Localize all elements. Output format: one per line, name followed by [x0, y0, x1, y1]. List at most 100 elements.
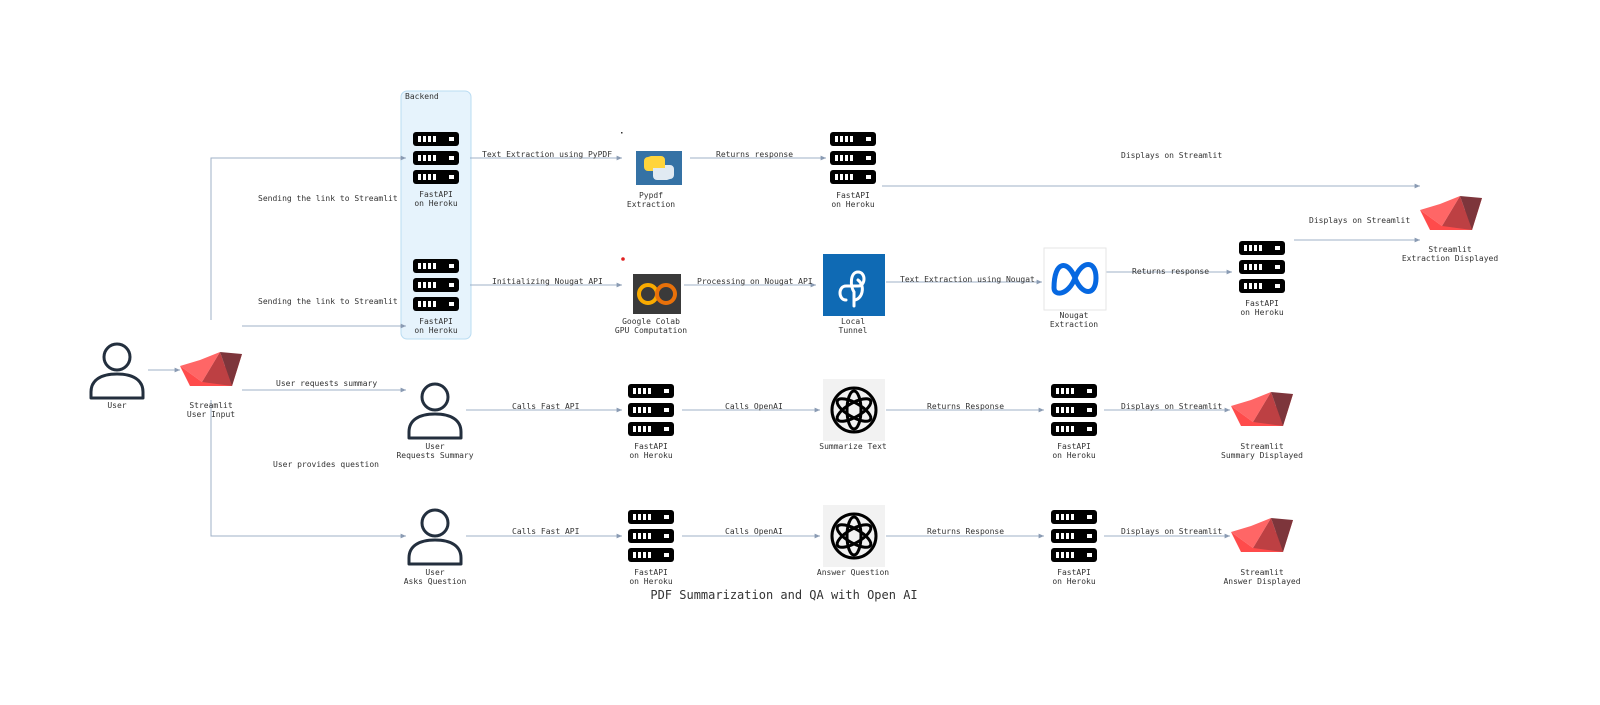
fastapi-8-label-2: on Heroku	[1052, 577, 1096, 586]
streamlit-input-label-2: User Input	[187, 410, 235, 419]
marker-dot	[621, 132, 623, 134]
tunnel-label-1: Local	[841, 317, 865, 326]
streamlit-extraction-node: Streamlit Extraction Displayed	[1402, 196, 1499, 263]
user-icon	[407, 382, 463, 440]
fastapi-node-5: FastAPI on Heroku	[628, 384, 674, 460]
edge-label-processing-nougat: Processing on Nougat API	[697, 277, 813, 286]
colab-label-2: GPU Computation	[615, 326, 687, 335]
fastapi-8-label-1: FastAPI	[1057, 568, 1091, 577]
edge-label-init-nougat: Initializing Nougat API	[492, 277, 603, 286]
colab-label-1: Google Colab	[622, 317, 680, 326]
nougat-label-2: Extraction	[1050, 320, 1098, 329]
user-label: User	[107, 401, 126, 410]
edge-label-returns-response-2: Returns response	[1132, 267, 1209, 276]
user-node: User	[89, 342, 145, 410]
streamlit-input-node: Streamlit User Input	[180, 352, 242, 419]
edge-label-returns-response-4: Returns Response	[927, 527, 1004, 536]
user-question-node: User Asks Question	[404, 508, 467, 586]
edge-labels: Sending the link to Streamlit Sending th…	[258, 150, 1410, 536]
answer-label: Answer Question	[817, 568, 889, 577]
summarize-node: Summarize Text	[819, 377, 887, 451]
fastapi-4-label-1: FastAPI	[1245, 299, 1279, 308]
edge-label-send-link-1: Sending the link to Streamlit	[258, 194, 398, 203]
edge-label-displays-3: Displays on Streamlit	[1121, 402, 1222, 411]
streamlit-extraction-label-2: Extraction Displayed	[1402, 254, 1499, 263]
nougat-node: Nougat Extraction	[1043, 247, 1107, 329]
server-icon	[1051, 384, 1097, 436]
user-icon	[89, 342, 145, 400]
streamlit-answer-label-1: Streamlit	[1240, 568, 1284, 577]
fastapi-node-2: FastAPI on Heroku	[413, 259, 459, 335]
fastapi-7-label-2: on Heroku	[629, 577, 673, 586]
edge-label-pypdf-extract: Text Extraction using PyPDF	[482, 150, 612, 159]
streamlit-boat-icon	[1420, 196, 1482, 230]
server-icon	[830, 132, 876, 184]
colab-icon	[633, 274, 681, 314]
streamlit-summary-label-2: Summary Displayed	[1221, 451, 1303, 460]
fastapi-node-6: FastAPI on Heroku	[1051, 384, 1097, 460]
openai-icon	[821, 377, 887, 443]
edge-user-provides-question	[210, 400, 406, 539]
streamlit-boat-icon	[1231, 518, 1293, 552]
fastapi-1-label-1: FastAPI	[419, 190, 453, 199]
summarize-label: Summarize Text	[819, 442, 887, 451]
python-icon	[636, 151, 682, 185]
server-icon	[413, 132, 459, 184]
fastapi-6-label-1: FastAPI	[1057, 442, 1091, 451]
streamlit-answer-node: Streamlit Answer Displayed	[1223, 518, 1301, 586]
server-icon	[1051, 510, 1097, 562]
fastapi-1-label-2: on Heroku	[414, 199, 458, 208]
fastapi-4-label-2: on Heroku	[1240, 308, 1284, 317]
edge-label-calls-fastapi-2: Calls Fast API	[512, 527, 580, 536]
openai-icon	[821, 503, 887, 569]
server-icon	[628, 510, 674, 562]
server-icon	[413, 259, 459, 311]
pypdf-node: Pypdf Extraction	[627, 151, 682, 209]
edge-label-returns-response-3: Returns Response	[927, 402, 1004, 411]
streamlit-input-label-1: Streamlit	[189, 401, 233, 410]
answer-node: Answer Question	[817, 503, 889, 577]
fastapi-2-label-1: FastAPI	[419, 317, 453, 326]
edges	[148, 155, 1420, 539]
server-icon	[1239, 241, 1285, 293]
user-summary-label-1: User	[425, 442, 444, 451]
fastapi-7-label-1: FastAPI	[634, 568, 668, 577]
edge-label-user-provides-question: User provides question	[273, 460, 379, 469]
fastapi-5-label-1: FastAPI	[634, 442, 668, 451]
edge-label-calls-openai-1: Calls OpenAI	[725, 402, 783, 411]
edge-label-displays-2: Displays on Streamlit	[1309, 216, 1410, 225]
tunnel-label-2: Tunnel	[839, 326, 868, 335]
streamlit-boat-icon	[1231, 392, 1293, 426]
fastapi-node-3: FastAPI on Heroku	[830, 132, 876, 209]
edge-label-displays-1: Displays on Streamlit	[1121, 151, 1222, 160]
pypdf-label-2: Extraction	[627, 200, 675, 209]
meta-icon	[1043, 247, 1107, 311]
fastapi-node-8: FastAPI on Heroku	[1051, 510, 1097, 586]
local-tunnel-icon	[823, 254, 885, 316]
server-icon	[628, 384, 674, 436]
tunnel-node: Local Tunnel	[823, 254, 885, 335]
user-summary-node: User Requests Summary	[396, 382, 474, 460]
colab-node: Google Colab GPU Computation	[615, 274, 687, 335]
fastapi-3-label-2: on Heroku	[831, 200, 875, 209]
user-icon	[407, 508, 463, 566]
edge-label-displays-4: Displays on Streamlit	[1121, 527, 1222, 536]
edge-label-send-link-2: Sending the link to Streamlit	[258, 297, 398, 306]
fastapi-2-label-2: on Heroku	[414, 326, 458, 335]
diagram-title: PDF Summarization and QA with Open AI	[650, 588, 917, 602]
fastapi-node-4: FastAPI on Heroku	[1239, 241, 1285, 317]
marker-dot	[621, 257, 625, 261]
pypdf-label-1: Pypdf	[639, 191, 663, 200]
edge-label-calls-fastapi-1: Calls Fast API	[512, 402, 580, 411]
nougat-label-1: Nougat	[1060, 311, 1089, 320]
edge-label-calls-openai-2: Calls OpenAI	[725, 527, 783, 536]
user-question-label-2: Asks Question	[404, 577, 467, 586]
fastapi-3-label-1: FastAPI	[836, 191, 870, 200]
streamlit-boat-icon	[180, 352, 242, 386]
streamlit-extraction-label-1: Streamlit	[1428, 245, 1472, 254]
edge-send-link-1	[210, 155, 406, 320]
edge-label-nougat-extract: Text Extraction using Nougat	[900, 275, 1035, 284]
edge-label-user-requests-summary: User requests summary	[276, 379, 377, 388]
streamlit-answer-label-2: Answer Displayed	[1223, 577, 1300, 586]
fastapi-node-7: FastAPI on Heroku	[628, 510, 674, 586]
